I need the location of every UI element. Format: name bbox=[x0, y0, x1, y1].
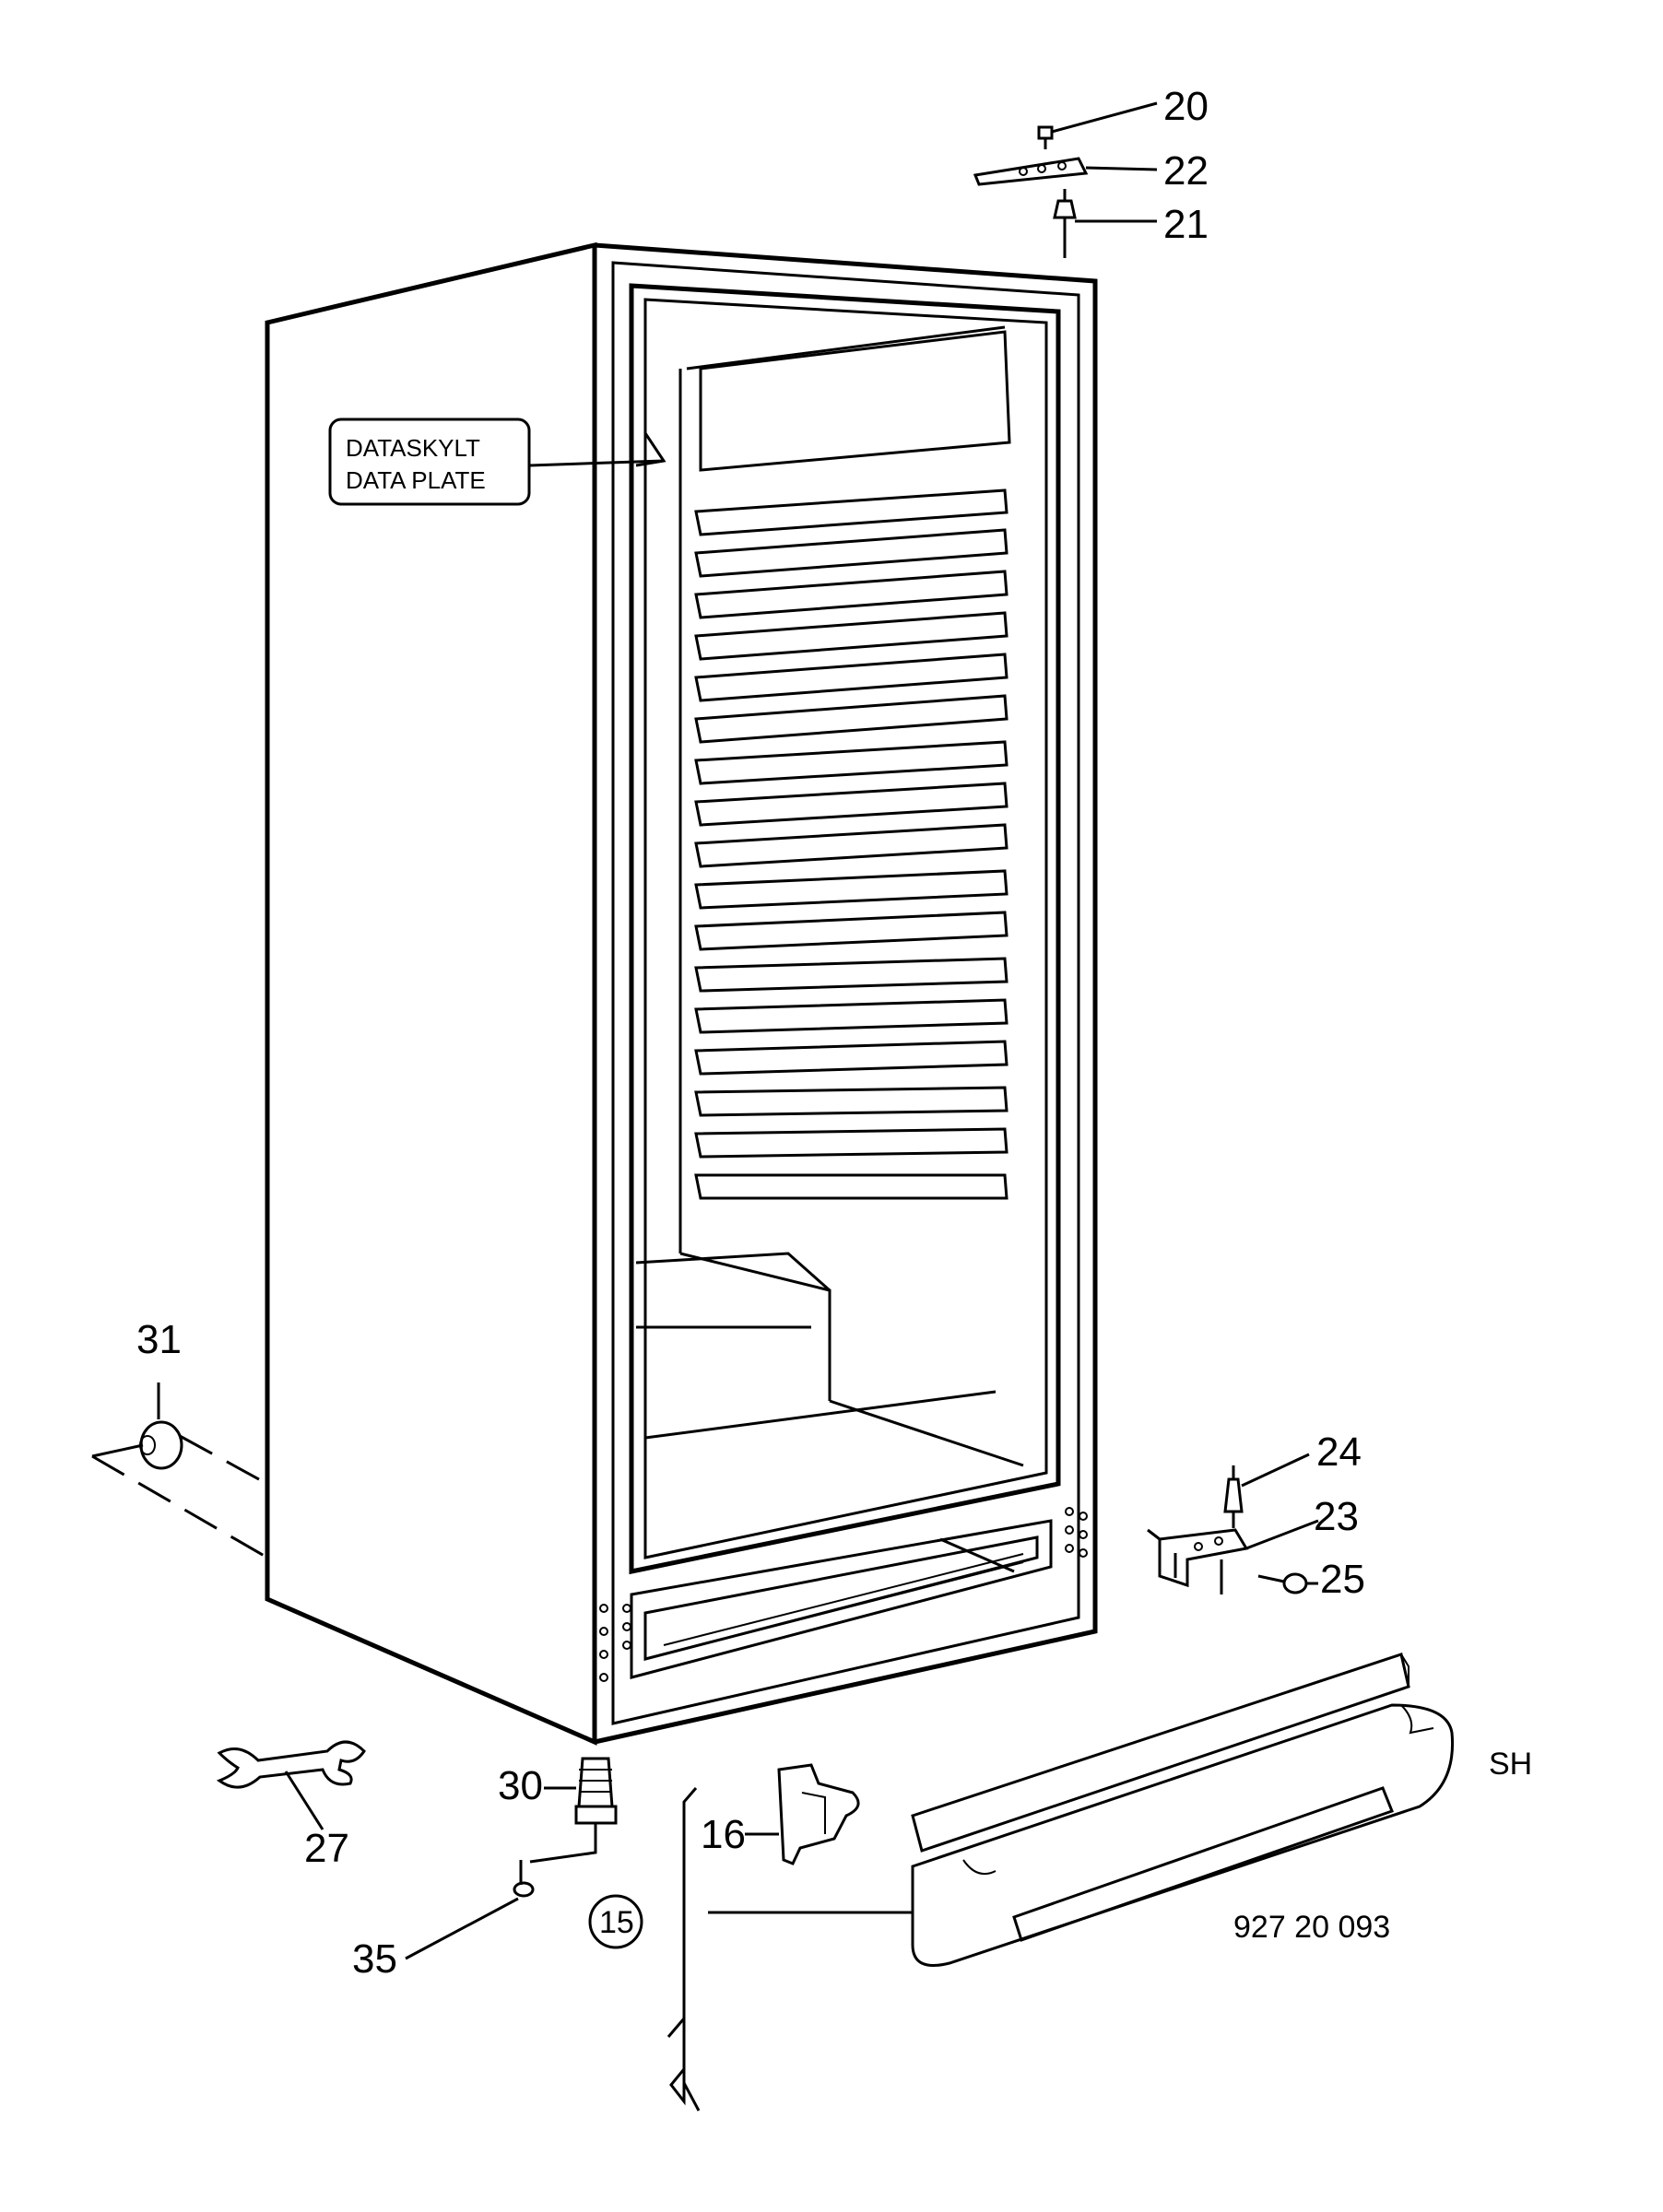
cabinet-body bbox=[265, 241, 1098, 1746]
callout-31: 31 bbox=[136, 1317, 182, 1362]
callout-21: 21 bbox=[1163, 202, 1209, 247]
cabinet-plinth bbox=[599, 1507, 1088, 1682]
door-opening bbox=[629, 283, 1061, 1575]
callout-35: 35 bbox=[352, 1936, 397, 1982]
callout-27: 27 bbox=[304, 1826, 349, 1871]
data-plate-line2: DATA PLATE bbox=[346, 466, 486, 494]
callout-23: 23 bbox=[1314, 1494, 1359, 1539]
foot-group bbox=[405, 1757, 618, 1960]
callout-15-circle bbox=[588, 1894, 643, 1949]
callout-15: 15 bbox=[599, 1905, 634, 1940]
variant-label: SH bbox=[1489, 1747, 1532, 1782]
callout-22: 22 bbox=[1163, 148, 1209, 194]
callout-20: 20 bbox=[1163, 84, 1209, 129]
callout-25: 25 bbox=[1320, 1557, 1365, 1602]
top-hinge-group bbox=[973, 101, 1158, 258]
wheel-group bbox=[91, 1382, 268, 1559]
callout-30: 30 bbox=[498, 1763, 543, 1808]
shelf-rails bbox=[694, 488, 1008, 1200]
data-plate-box: DATASKYLT DATA PLATE bbox=[328, 418, 531, 506]
callout-labels: 20 22 21 31 24 23 25 30 27 35 16 15 SH 9… bbox=[136, 84, 1532, 1982]
callout-24: 24 bbox=[1316, 1430, 1362, 1475]
drawing-number: 927 20 093 bbox=[1233, 1910, 1390, 1945]
wrench-group bbox=[216, 1740, 366, 1830]
bottom-hinge-group bbox=[1147, 1453, 1319, 1594]
cabinet-front-frame bbox=[594, 242, 1098, 1745]
data-plate-line1: DATASKYLT bbox=[346, 434, 480, 462]
kick-plate-group bbox=[588, 1653, 1455, 2112]
callout-16: 16 bbox=[701, 1812, 746, 1857]
